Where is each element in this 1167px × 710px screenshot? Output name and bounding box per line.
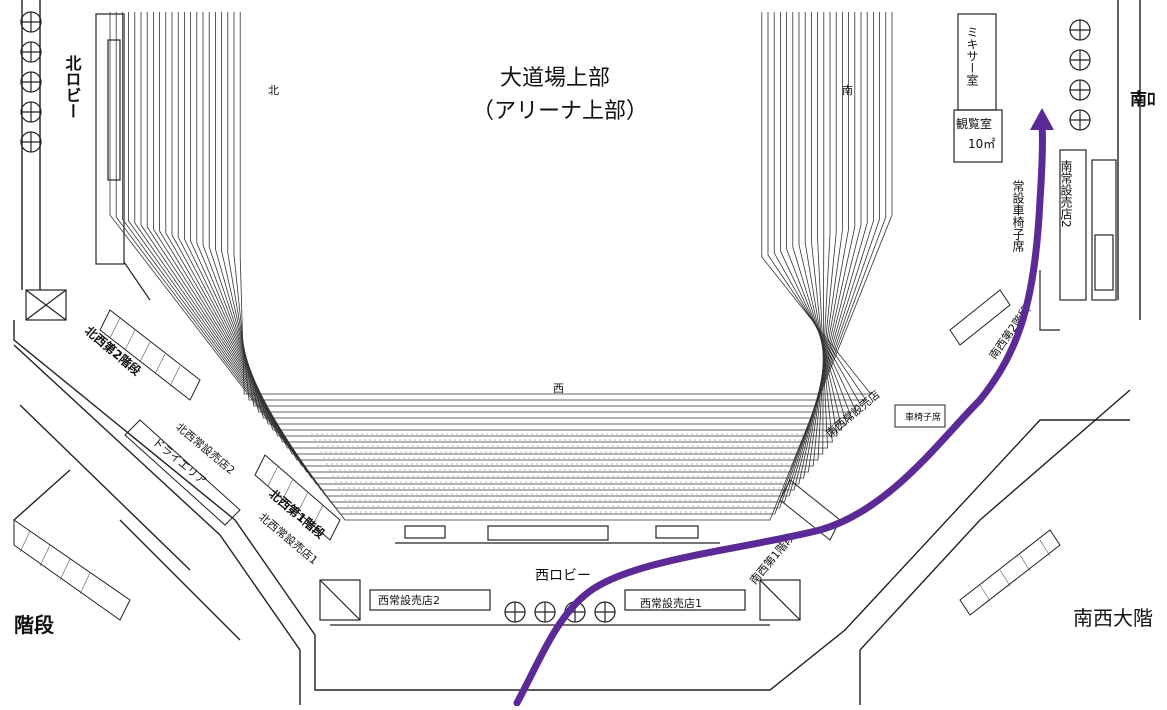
seat-row — [165, 12, 837, 467]
seat-row — [134, 12, 868, 497]
seat-ticks — [311, 433, 807, 513]
south-shop-2-label: 南常設売店2 — [1059, 159, 1073, 228]
wheelchair-seats-label-south: 常設車椅子席 — [1011, 180, 1025, 252]
seating-rows — [109, 12, 893, 521]
north-lobby-structure — [25, 13, 151, 321]
route-arrowhead — [1030, 108, 1054, 130]
seat-row — [153, 12, 849, 479]
sw-grand-stair-label: 南西大階 — [1073, 606, 1153, 630]
shop-boxes — [124, 404, 946, 526]
seat-row — [208, 12, 848, 425]
seat-row — [190, 12, 833, 443]
west-lobby-structure — [319, 525, 801, 626]
wheelchair-seats-west-label: 車椅子席 — [905, 411, 941, 423]
seat-row — [196, 12, 838, 437]
seat-row — [171, 12, 831, 461]
building-outline — [13, 0, 1141, 705]
seat-row — [140, 12, 862, 491]
seat-row — [227, 12, 862, 407]
west-shop-2-label: 西常設売店2 — [378, 593, 440, 607]
seat-row — [239, 12, 872, 395]
seat-row — [215, 12, 853, 419]
west-direction-label: 西 — [553, 382, 564, 395]
seat-row — [159, 12, 843, 473]
south-rooms — [953, 13, 1117, 331]
sw-shop-label: 南西常設売店 — [823, 387, 883, 440]
seat-row — [177, 12, 825, 455]
viewing-room-area: 10㎡ — [968, 137, 995, 151]
seat-row — [146, 12, 856, 485]
seat-row — [122, 12, 880, 509]
north-direction-label: 北 — [268, 84, 279, 97]
seat-row — [233, 12, 867, 401]
seat-row — [202, 12, 843, 431]
west-shop-1-label: 西常設売店1 — [640, 596, 702, 610]
arena-title-line2: （アリーナ上部） — [472, 99, 648, 124]
stair-blocks — [13, 289, 1061, 621]
north-lobby-fixtures — [20, 11, 42, 153]
seat-row — [128, 12, 874, 503]
seat-row — [115, 12, 887, 515]
west-lobby-label: 西ロビー — [535, 568, 591, 584]
seat-row — [109, 12, 893, 521]
arena-title-line1: 大道場上部 — [500, 66, 610, 91]
south-lobby-fixtures — [1069, 19, 1091, 131]
north-lobby-label: 北ロビー — [63, 55, 82, 119]
mixer-room-label: ミキサー室 — [965, 26, 979, 86]
stairs-left-label: 階段 — [14, 613, 54, 637]
seat-row — [221, 12, 858, 413]
route-path — [513, 121, 1046, 707]
south-lobby-label: 南ﾛ — [1130, 89, 1156, 110]
viewing-room-label: 観覧室 — [956, 116, 992, 131]
south-direction-label: 南 — [842, 84, 853, 97]
seat-row — [184, 12, 829, 449]
stair-treads — [19, 317, 1051, 602]
